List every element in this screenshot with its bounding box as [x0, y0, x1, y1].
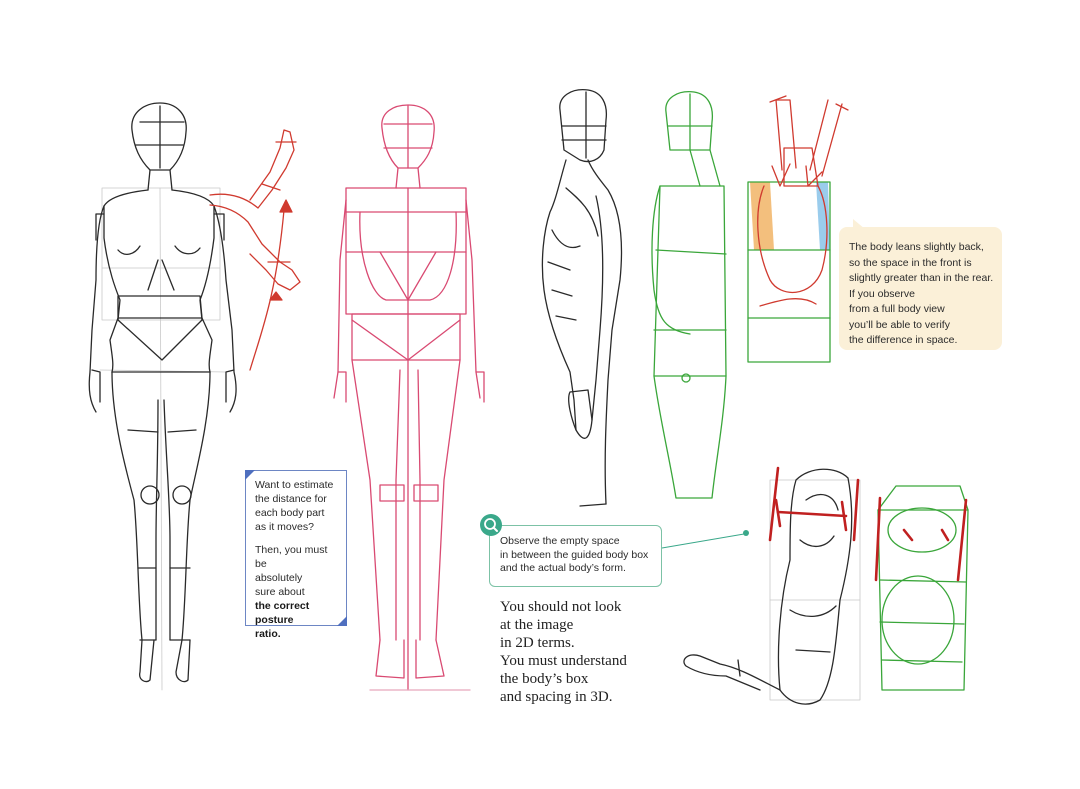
note-line: sure about: [255, 586, 305, 598]
posture-ratio-note: Want to estimate the distance for each b…: [245, 470, 347, 640]
speech-tail-icon: [853, 219, 865, 229]
note-line: and the actual body’s form.: [500, 562, 626, 574]
note-line: so the space in the front is: [849, 256, 972, 269]
note-line: from a full body view: [849, 303, 945, 315]
note-line: you’ll be able to verify: [849, 318, 950, 331]
connector-line: [661, 530, 749, 549]
note-line: the difference in space.: [849, 334, 958, 346]
caption-line: You must understand: [500, 653, 627, 669]
note-line: as it moves?: [255, 521, 314, 533]
note-line: Observe the empty space: [500, 535, 620, 547]
cylinder-box-green: [874, 485, 969, 691]
caption-line: in 2D terms.: [500, 635, 575, 651]
note-line: in between the guided body box: [500, 548, 649, 561]
note-line: If you observe: [849, 287, 915, 300]
note-line-emphasis: ratio.: [255, 628, 281, 640]
moving-arm-red: [209, 129, 301, 371]
caption-line: You should not look: [500, 599, 622, 615]
note-line: Want to estimate: [255, 479, 334, 491]
note-corner-fold-icon: [337, 616, 347, 626]
note-line: slightly greater than in the rear.: [849, 272, 994, 284]
note-line: absolutely: [255, 572, 303, 584]
side-torso-black: [541, 89, 623, 507]
note-corner-fold-icon: [245, 470, 255, 480]
front-figure-black: [88, 102, 237, 691]
magnifier-icon: [480, 514, 502, 536]
main-caption: You should not look at the image in 2D t…: [500, 598, 627, 706]
foreshortened-arm: [683, 466, 861, 705]
note-line: Then, you must be: [255, 544, 328, 570]
side-box-green: [651, 91, 727, 499]
note-line-emphasis: the correct posture: [255, 600, 310, 626]
front-figure-pink: [333, 104, 485, 691]
note-line: the distance for: [255, 493, 327, 505]
caption-line: the body’s box: [500, 671, 589, 687]
caption-line: and spacing in 3D.: [500, 689, 613, 705]
caption-line: at the image: [500, 617, 574, 633]
note-line: each body part: [255, 507, 325, 519]
body-lean-note: The body leans slightly back, so the spa…: [839, 227, 1002, 350]
lean-box: [747, 95, 849, 363]
empty-space-note: Observe the empty space in between the g…: [489, 525, 662, 587]
note-line: The body leans slightly back,: [849, 241, 984, 253]
